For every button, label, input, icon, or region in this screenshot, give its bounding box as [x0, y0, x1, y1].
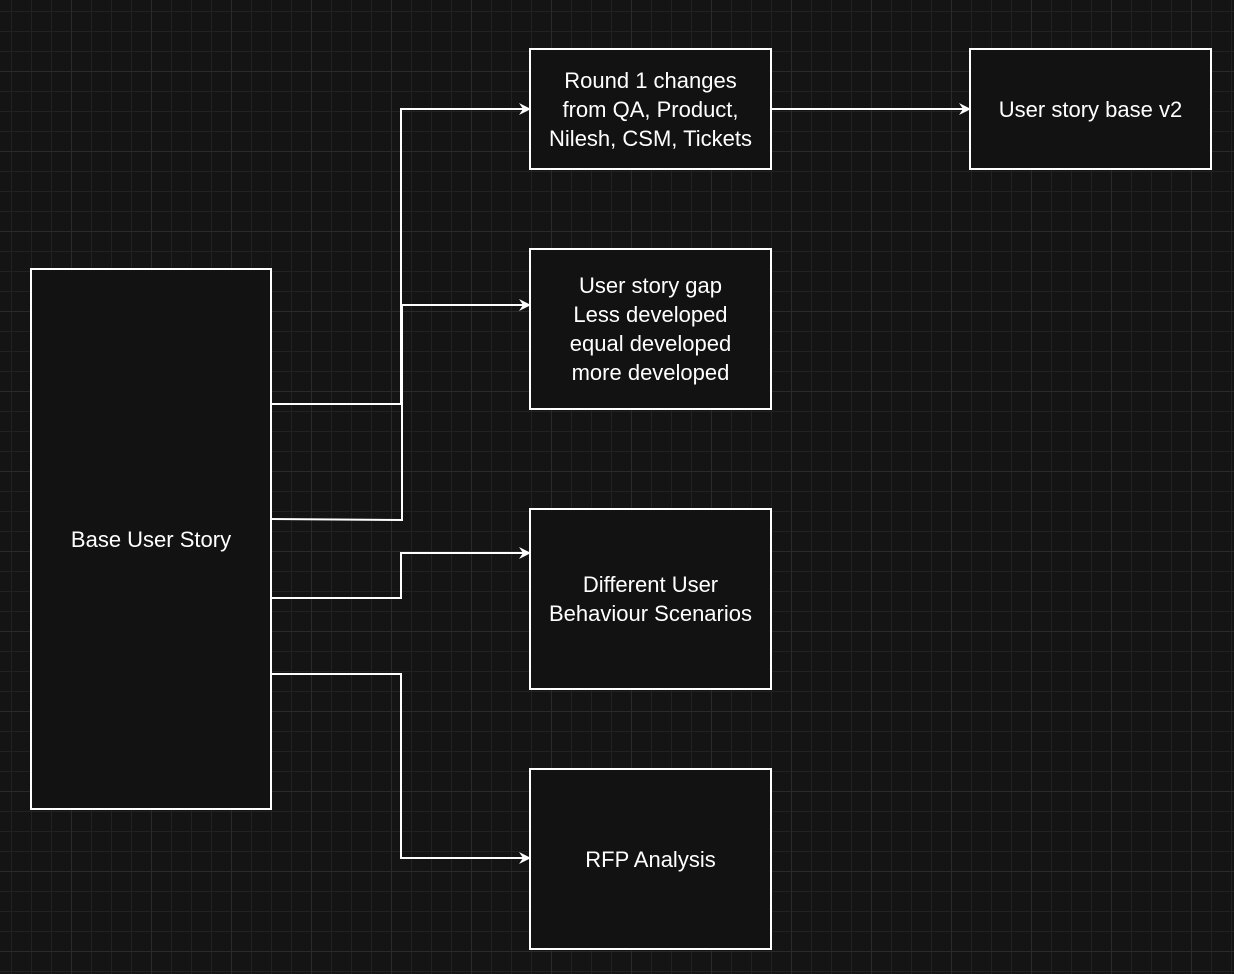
edge-base-to-rfp — [271, 673, 531, 864]
edge-base-to-round1 — [271, 103, 531, 405]
node-base-user-story[interactable]: Base User Story — [30, 268, 272, 810]
node-rfp-analysis[interactable]: RFP Analysis — [529, 768, 772, 950]
node-user-story-base-v2[interactable]: User story base v2 — [969, 48, 1212, 170]
edge-base-to-scenarios — [271, 547, 531, 599]
node-user-behaviour-scenarios[interactable]: Different User Behaviour Scenarios — [529, 508, 772, 690]
node-user-story-gap[interactable]: User story gap Less developed equal deve… — [529, 248, 772, 410]
node-round1-changes[interactable]: Round 1 changes from QA, Product, Nilesh… — [529, 48, 772, 170]
edge-base-to-gap — [270, 299, 531, 522]
